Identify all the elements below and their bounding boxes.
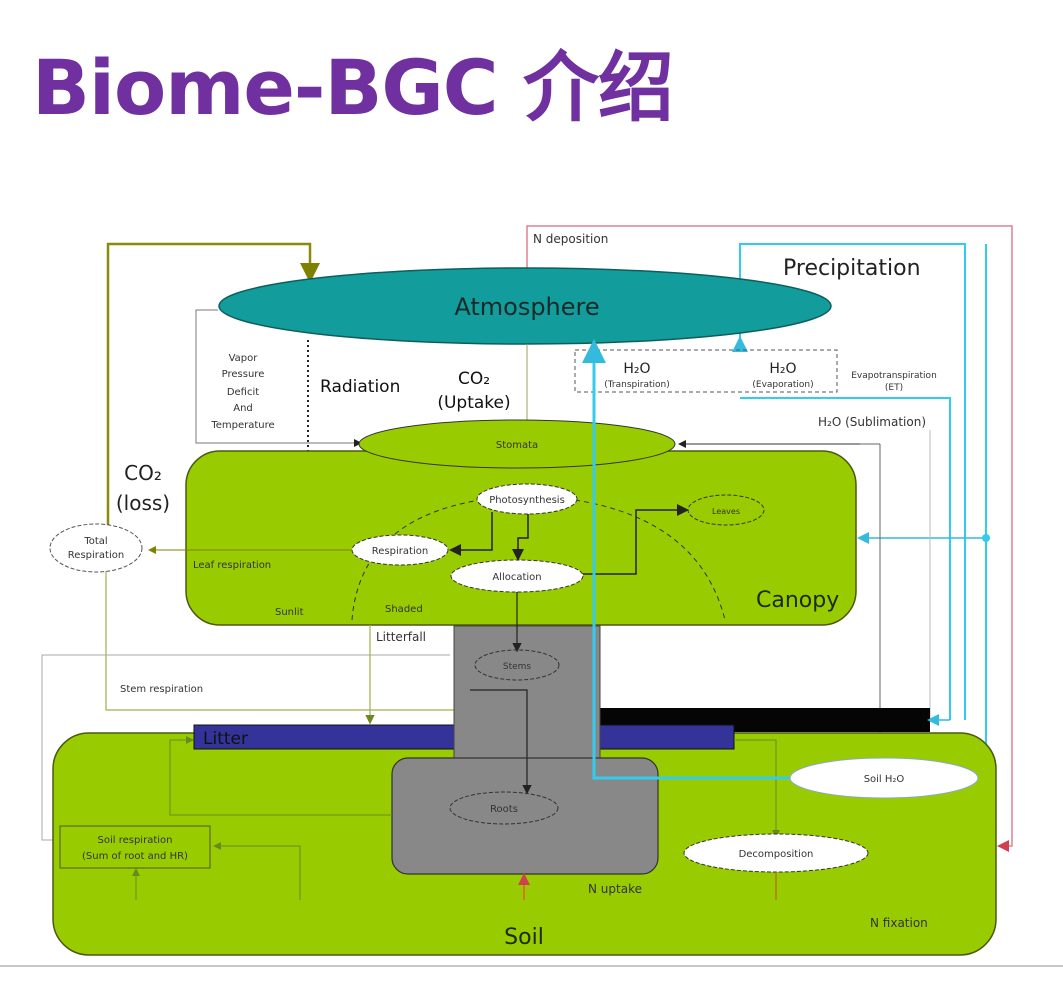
sunlit-shaded-arc [351,499,481,621]
h2o-evaporation-label: H₂O (Evaporation) [752,361,813,390]
vpd-box [195,309,362,447]
roots-label: Roots [490,804,518,815]
stems-label: Stems [503,662,532,672]
photo-to-respiration [449,512,493,556]
n-deposition-label: N deposition [533,232,608,246]
stem-respiration-label: Stem respiration [120,684,203,695]
photosynthesis-label: Photosynthesis [489,495,565,506]
precipitation-junction [982,534,990,542]
sunlit-label: Sunlit [275,607,304,618]
h2o-transpiration-label: H₂O (Transpiration) [604,361,669,390]
atmosphere-label: Atmosphere [454,293,599,321]
soil-respiration-box [59,825,211,869]
stomata-node [358,419,676,469]
diagram-text: (Evaporation) [752,380,813,390]
radiation-label: Radiation [320,377,400,397]
decomposition-label: Decomposition [739,849,814,860]
diagram-text: CO₂ [124,461,162,485]
canopy-label: Canopy [756,588,839,613]
diagram-text: (loss) [116,491,170,515]
stem-respiration-frame [101,557,455,711]
leaves-label: Leaves [712,507,740,516]
stems-to-roots [470,689,532,795]
diagram-text: Vapor [229,353,259,364]
n-fixation-label: N fixation [870,916,928,930]
diagram-text: H₂O [623,361,650,377]
diagram-text: H₂O [769,361,796,377]
litter-label: Litter [203,729,248,749]
soil-litter-return [169,736,392,816]
evapotranspiration-label: Evapotranspiration (ET) [851,371,937,393]
soil-resp-line-a [213,842,301,900]
diagram-text: (Sum of root and HR) [82,851,188,862]
photosynthesis-node [476,483,578,515]
diagram-text: Evapotranspiration [851,371,937,381]
diagram-text: Total [83,536,107,547]
co2-uptake-label: CO₂ (Uptake) [437,369,510,413]
diagram-text: (Uptake) [437,393,510,413]
respiration-label: Respiration [372,546,428,557]
shaded-label: Shaded [385,604,423,615]
stomata-label: Stomata [496,440,538,451]
allocation-label: Allocation [492,572,541,583]
total-respiration-node [49,523,143,573]
roots-node [449,791,559,825]
co2-loss-label: CO₂ (loss) [116,461,170,515]
diagram-text: CO₂ [458,369,490,389]
diagram-text: Soil respiration [98,835,173,846]
shaded-arc-right [574,499,726,621]
evapotranspiration-box [574,349,838,393]
leaf-respiration-label: Leaf respiration [193,560,271,571]
stems-node [474,649,560,681]
soil-h2o-node [789,757,979,799]
slide-title: Biome-BGC 介绍 [32,43,674,132]
atmosphere-ellipse [218,267,832,345]
slide-footer-divider [0,965,1063,967]
n-deposition-line [526,225,1013,852]
precipitation-frame-2 [740,397,951,720]
soil-resp-outer-line [41,654,450,841]
soil-label: Soil [504,925,544,950]
litterfall-label: Litterfall [376,630,426,644]
h2o-sublimation-label: H₂O (Sublimation) [818,415,926,429]
vpd-label: Vapor Pressure Deficit And Temperature [210,353,274,431]
diagram-text: (Transpiration) [604,380,669,390]
diagram-text: Respiration [68,550,124,561]
diagram-text: Pressure [222,369,265,380]
soil-h2o-label: Soil H₂O [864,774,905,785]
roots-box [391,757,659,875]
photo-to-allocation [512,514,529,561]
allocation-to-leaves [583,504,689,575]
co2-loss-flow [106,242,320,530]
diagram-text: Temperature [210,420,274,431]
precipitation-label: Precipitation [783,256,921,281]
n-uptake-label: N uptake [588,882,642,896]
soil-water-transpiration-flow [582,339,820,780]
diagram-text: (ET) [885,383,903,393]
diagram-text: And [233,403,253,414]
diagram-text: Deficit [227,387,259,398]
litter-to-decomposition [734,739,780,838]
